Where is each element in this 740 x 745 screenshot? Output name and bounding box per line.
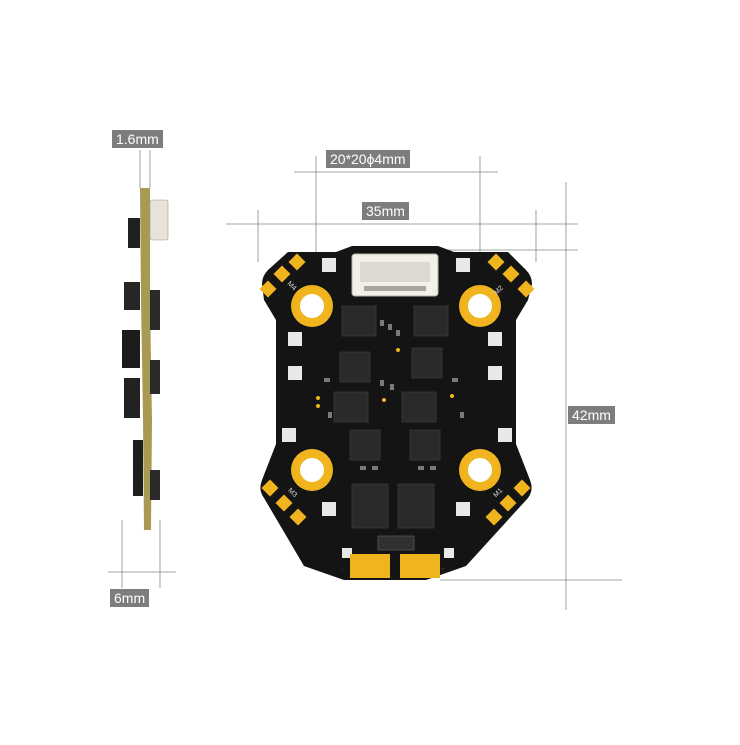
side-view: [108, 150, 176, 588]
side-pcb: [140, 188, 152, 530]
right-dimension-lines: [440, 182, 622, 610]
power-sign-positive: +: [440, 564, 446, 575]
motor-label-m2: M2: [493, 285, 505, 297]
board-outline: [260, 246, 532, 580]
fpc-connector: [351, 253, 439, 297]
dimension-width: 35mm: [362, 202, 409, 220]
dimension-mount-pattern: 20*20ϕ4mm: [326, 150, 410, 168]
power-pad-negative: [350, 554, 390, 578]
motor-label-m4: M4: [286, 280, 298, 292]
top-dimension-lines: [226, 156, 578, 262]
corner-pads: [259, 253, 535, 526]
square-pads: [282, 258, 512, 558]
motor-label-m3: M3: [286, 487, 298, 499]
power-pad-positive: [400, 554, 440, 578]
power-sign-negative: -: [341, 564, 344, 575]
side-connector: [149, 199, 169, 241]
dimension-side-height: 6mm: [110, 589, 150, 607]
power-connector: [377, 535, 415, 551]
dimension-thickness: 1.6mm: [112, 130, 163, 148]
motor-label-m1: M1: [492, 487, 504, 499]
small-components: [324, 320, 464, 470]
dimension-length: 42mm: [568, 406, 615, 424]
mosfets: [333, 305, 449, 529]
esc-board: M4 M2 M3 M1: [259, 246, 535, 580]
gold-dots: [316, 348, 454, 408]
mounting-holes: [291, 285, 501, 491]
